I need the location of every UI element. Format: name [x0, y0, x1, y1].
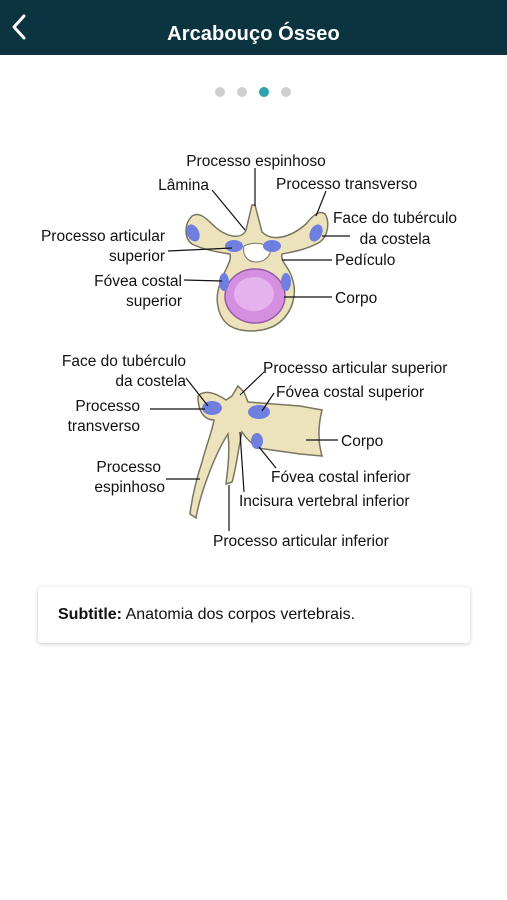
- label-side-face-tuberculo-1: Face do tubérculo: [62, 353, 186, 370]
- facet-articular-left: [225, 240, 243, 252]
- page-dot-2[interactable]: [237, 87, 247, 97]
- side-facet-costal-superior: [248, 405, 270, 419]
- vertebra-lateral-shape: [189, 384, 324, 520]
- leader-line: [239, 431, 245, 493]
- vertebral-body-top-highlight: [234, 277, 274, 311]
- caption-label: Subtitle:: [58, 606, 122, 623]
- label-side-processo-transverso-1: Processo: [75, 398, 140, 415]
- label-fovea-costal-1: Fóvea costal: [94, 273, 182, 290]
- leader-line: [239, 371, 265, 396]
- label-pediculo: Pedículo: [335, 252, 395, 269]
- label-processo-articular-2: superior: [109, 248, 165, 265]
- label-face-tuberculo-2: da costela: [360, 231, 431, 248]
- label-processo-transverso: Processo transverso: [276, 176, 417, 193]
- leader-line: [185, 377, 209, 407]
- label-processo-articular-1: Processo articular: [41, 228, 165, 245]
- facet-costal-left: [219, 273, 229, 291]
- vertebra-top-view: Processo espinhoso Lâmina Processo trans…: [41, 153, 457, 332]
- leader-line: [167, 247, 233, 252]
- label-side-processo-espinhoso-2: espinhoso: [94, 479, 165, 496]
- label-processo-espinhoso: Processo espinhoso: [186, 153, 326, 170]
- page-title: Arcabouço Ósseo: [167, 23, 340, 45]
- label-face-tuberculo-1: Face do tubérculo: [333, 210, 457, 227]
- facet-transverse-right: [309, 224, 323, 242]
- vertebra-illustration: Processo espinhoso Lâmina Processo trans…: [41, 153, 457, 550]
- page-dot-1[interactable]: [215, 87, 225, 97]
- leader-line: [261, 392, 275, 412]
- vertebra-arch-shape: [185, 204, 329, 332]
- leader-line: [315, 190, 327, 217]
- label-side-processo-espinhoso-1: Processo: [96, 459, 161, 476]
- back-button[interactable]: [6, 8, 36, 46]
- page-indicator: [215, 87, 295, 99]
- leader-line: [211, 189, 246, 231]
- label-side-incisura: Incisura vertebral inferior: [239, 493, 410, 510]
- label-side-fovea-costal-inferior: Fóvea costal inferior: [271, 469, 411, 486]
- label-side-processo-articular-superior: Processo articular superior: [263, 360, 447, 377]
- facet-articular-right: [263, 240, 281, 252]
- page-dot-3[interactable]: [259, 87, 269, 97]
- label-side-corpo: Corpo: [341, 433, 383, 450]
- label-side-fovea-costal-superior: Fóvea costal superior: [276, 384, 424, 401]
- label-side-processo-transverso-2: transverso: [68, 418, 140, 435]
- label-corpo-top: Corpo: [335, 290, 377, 307]
- label-fovea-costal-2: superior: [126, 293, 182, 310]
- leader-line: [183, 279, 223, 282]
- facet-transverse-left: [186, 224, 200, 242]
- leader-line: [258, 446, 277, 469]
- side-facet-costal-inferior: [251, 433, 263, 449]
- vertebra-side-view: Face do tubérculo da costela Processo ar…: [62, 353, 447, 550]
- page-dot-4[interactable]: [281, 87, 291, 97]
- caption-text: Anatomia dos corpos vertebrais.: [125, 606, 356, 623]
- label-lamina: Lâmina: [158, 177, 209, 194]
- label-side-face-tuberculo-2: da costela: [115, 373, 186, 390]
- top-app-bar: Arcabouço Ósseo: [0, 0, 507, 55]
- facet-costal-right: [281, 273, 291, 291]
- chevron-left-icon: [12, 14, 26, 40]
- caption-card: Subtitle: Anatomia dos corpos vertebrais…: [38, 587, 470, 643]
- label-side-processo-articular-inferior: Processo articular inferior: [213, 533, 389, 550]
- caption: Subtitle: Anatomia dos corpos vertebrais…: [58, 606, 355, 624]
